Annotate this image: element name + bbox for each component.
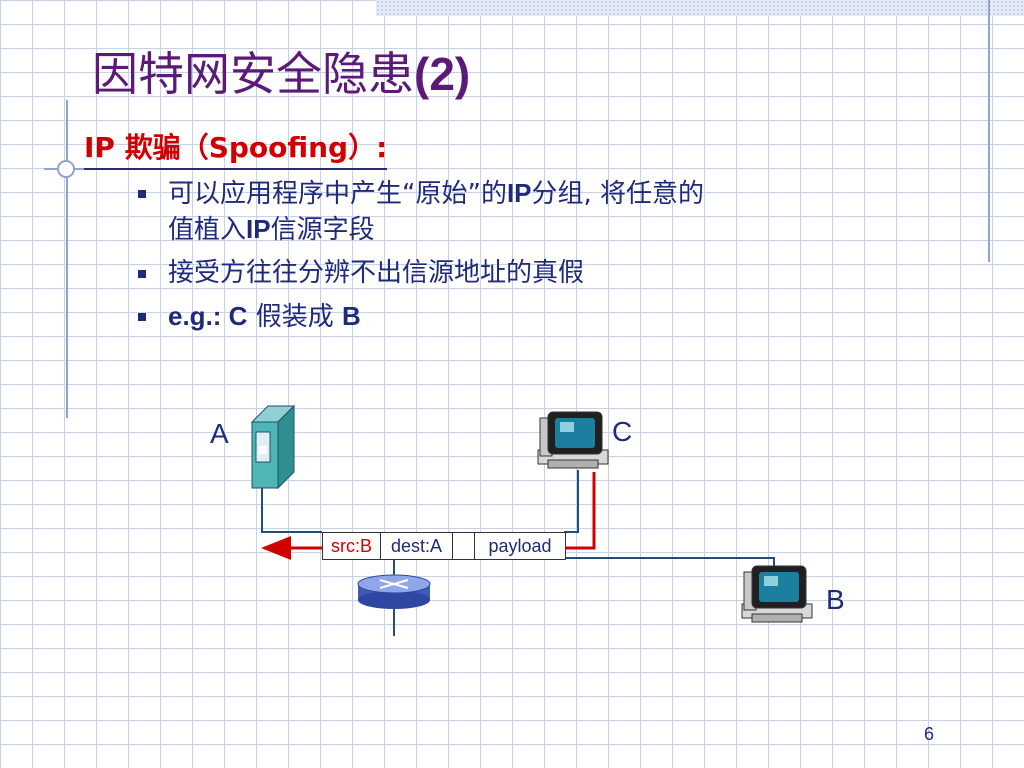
ip-packet: src:B dest:A payload — [322, 532, 566, 560]
bullet-item: 接受方往往分辨不出信源地址的真假 — [138, 256, 938, 291]
node-label-c: C — [612, 416, 633, 447]
decorative-right-rule — [988, 0, 990, 262]
page-title: 因特网安全隐患(2) — [92, 47, 471, 101]
decorative-circle — [57, 160, 75, 178]
bullet-list: 可以应用程序中产生“原始”的IP分组, 将任意的值植入IP信源字段 接受方往往分… — [138, 176, 938, 343]
bullet-item: 可以应用程序中产生“原始”的IP分组, 将任意的值植入IP信源字段 — [138, 176, 938, 248]
server-icon — [250, 404, 296, 490]
link-line-c — [564, 470, 579, 533]
page-number: 6 — [924, 724, 935, 744]
subheading: IP 欺骗（Spoofing）: — [84, 126, 388, 170]
router-icon — [357, 574, 431, 609]
packet-dest-field: dest:A — [381, 533, 453, 559]
link-line-a — [261, 486, 322, 533]
link-line-b — [564, 557, 775, 572]
node-label-b: B — [826, 584, 845, 615]
node-label-a: A — [210, 418, 229, 449]
decorative-left-rule — [66, 100, 68, 418]
packet-empty-field — [453, 533, 475, 559]
workstation-b-icon — [741, 565, 813, 623]
spoof-path — [261, 472, 596, 560]
packet-payload-field: payload — [488, 535, 552, 556]
bullet-item: e.g.: C 假装成 B — [138, 299, 938, 335]
packet-src-field: src:B — [323, 533, 381, 559]
workstation-c-icon — [537, 411, 609, 469]
decorative-top-band — [376, 0, 1024, 16]
